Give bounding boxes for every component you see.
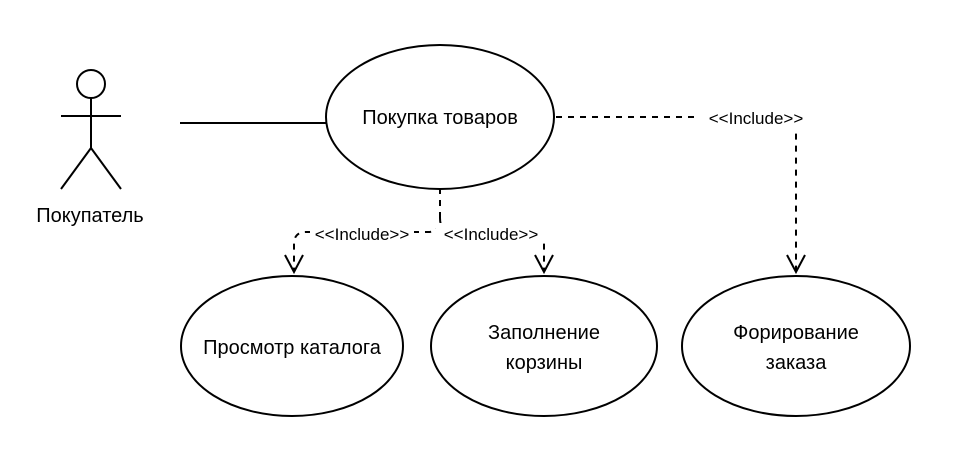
include-label-order-bg [700, 108, 812, 128]
include-arrowhead-catalog [284, 254, 304, 275]
use-case-cart-label-line2: корзины [506, 352, 583, 374]
include-arrowhead-order [786, 254, 806, 275]
use-case-cart-label-line1: Заполнение [488, 322, 600, 344]
include-label-order[interactable]: <<Include>> [709, 109, 804, 128]
use-case-main-ellipse [325, 44, 555, 190]
use-case-catalog-label: Просмотр каталога [203, 337, 382, 359]
include-label-cart[interactable]: <<Include>> [444, 225, 539, 244]
include-arrow-order [556, 116, 797, 270]
use-case-order-ellipse [681, 275, 911, 417]
include-label-catalog-bg [310, 223, 414, 243]
include-label-cart-bg [436, 223, 546, 243]
use-case-catalog-ellipse [180, 275, 404, 417]
actor-head [76, 69, 106, 99]
use-case-order-label-line1: Форирование [733, 322, 859, 344]
use-case-cart-ellipse [430, 275, 658, 417]
actor-right-leg [90, 147, 122, 190]
include-arrowhead-cart [534, 254, 554, 275]
use-case-order-label-line2: заказа [766, 352, 828, 374]
use-case-order[interactable]: Форирование заказа [681, 275, 911, 417]
use-case-main[interactable]: Покупка товаров [325, 44, 555, 190]
include-label-catalog[interactable]: <<Include>> [315, 225, 410, 244]
actor-figure[interactable] [60, 69, 122, 190]
use-case-cart[interactable]: Заполнение корзины [430, 275, 658, 417]
actor-label: Покупатель [36, 205, 143, 227]
use-case-catalog[interactable]: Просмотр каталога [180, 275, 404, 417]
use-case-main-label: Покупка товаров [362, 107, 518, 129]
actor-left-leg [60, 147, 92, 190]
